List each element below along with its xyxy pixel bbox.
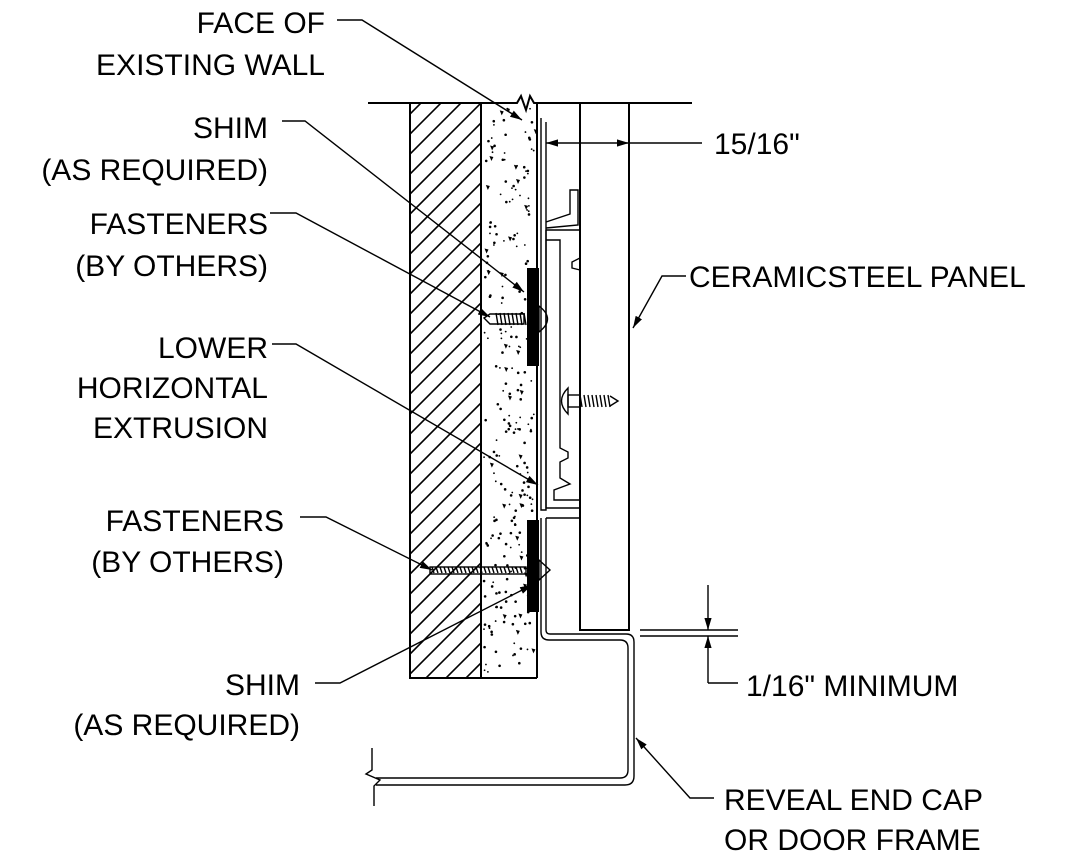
label-lower-extrusion-line3: EXTRUSION (93, 412, 268, 445)
label-lower-extrusion: LOWER HORIZONTAL EXTRUSION (77, 332, 268, 445)
label-fasteners-bottom-line2: (BY OTHERS) (91, 546, 284, 579)
lower-horizontal-extrusion (545, 229, 581, 509)
ceramicsteel-panel (579, 102, 630, 631)
top-break-line (368, 93, 692, 114)
label-fasteners-bottom-line1: FASTENERS (106, 505, 284, 538)
dimension-1-16 (640, 585, 738, 684)
reveal-end-cap (364, 517, 635, 806)
label-fasteners-top-line1: FASTENERS (90, 208, 268, 241)
label-ceramicsteel-panel: CERAMICSTEEL PANEL (689, 261, 1026, 294)
label-fasteners-top-line2: (BY OTHERS) (75, 250, 268, 283)
label-dim-1-16-minimum: 1/16" MINIMUM (746, 670, 958, 703)
label-reveal-line2: OR DOOR FRAME (724, 824, 981, 857)
fastener-bottom (429, 558, 552, 582)
label-shim-top: SHIM (AS REQUIRED) (41, 112, 268, 187)
label-lower-extrusion-line2: HORIZONTAL (77, 372, 268, 405)
shim-top (527, 268, 539, 366)
fastener-panel (560, 386, 620, 416)
existing-wall-hatch (409, 102, 482, 679)
label-face-of-wall: FACE OF EXISTING WALL (96, 7, 325, 82)
label-fasteners-top: FASTENERS (BY OTHERS) (75, 208, 268, 283)
label-shim-top-line2: (AS REQUIRED) (41, 154, 268, 187)
label-reveal-line1: REVEAL END CAP (724, 784, 983, 817)
label-shim-bottom-line1: SHIM (225, 669, 300, 702)
label-shim-bottom-line2: (AS REQUIRED) (73, 709, 300, 742)
shim-bottom (527, 520, 539, 612)
label-fasteners-bottom: FASTENERS (BY OTHERS) (91, 505, 284, 579)
label-lower-extrusion-line1: LOWER (158, 332, 268, 365)
label-reveal-end-cap: REVEAL END CAP OR DOOR FRAME (724, 784, 983, 857)
leader-lines (270, 19, 714, 799)
label-dim-15-16: 15/16" (714, 128, 800, 161)
label-face-of-wall-line1: FACE OF (197, 7, 325, 40)
label-face-of-wall-line2: EXISTING WALL (96, 49, 325, 82)
label-shim-top-line1: SHIM (193, 112, 268, 145)
label-shim-bottom: SHIM (AS REQUIRED) (73, 669, 300, 742)
